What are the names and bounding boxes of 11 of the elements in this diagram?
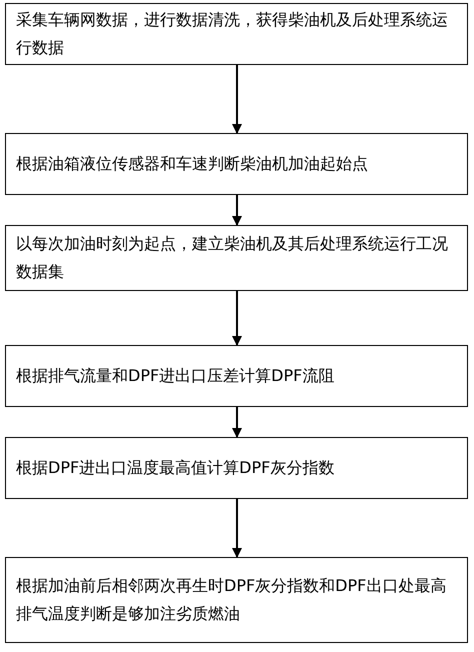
process-box: 根据排气流量和DPF进出口压差计算DPF流阻 <box>5 345 468 407</box>
process-box: 采集车辆网数据，进行数据清洗，获得柴油机及后处理系统运行数据 <box>5 3 468 65</box>
arrow <box>232 499 242 558</box>
arrow <box>232 195 242 226</box>
process-box: 以每次加油时刻为起点，建立柴油机及其后处理系统运行工况数据集 <box>5 225 468 291</box>
arrow <box>232 291 242 346</box>
arrow <box>232 65 242 134</box>
process-box: 根据DPF进出口温度最高值计算DPF灰分指数 <box>5 437 468 499</box>
arrow <box>232 407 242 438</box>
process-box: 根据油箱液位传感器和车速判断柴油机加油起始点 <box>5 133 468 195</box>
process-box: 根据加油前后相邻两次再生时DPF灰分指数和DPF出口处最高排气温度判断是够加注劣质燃油 <box>5 557 468 643</box>
